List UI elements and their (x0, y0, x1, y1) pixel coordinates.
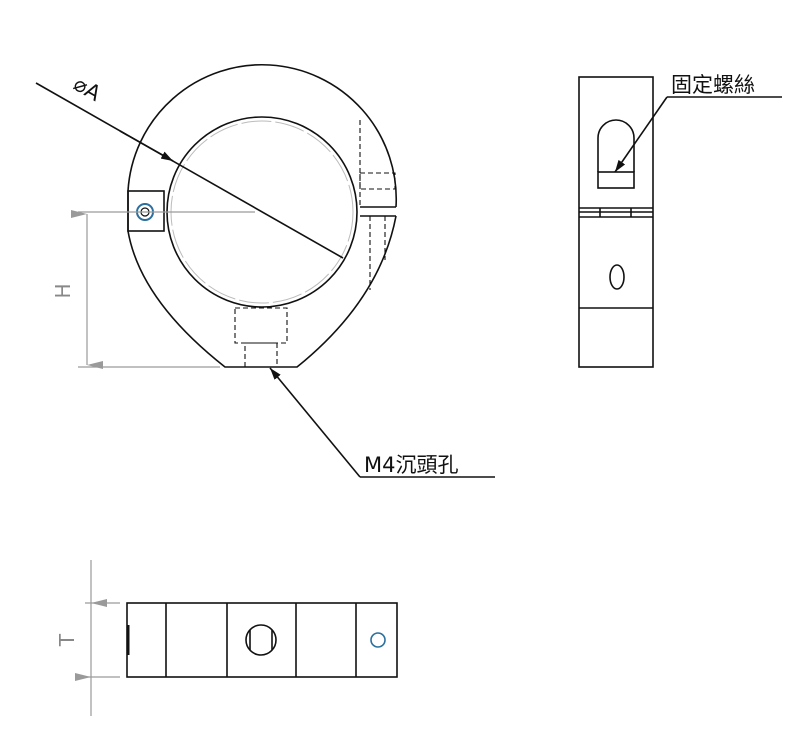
height-label: H (51, 283, 75, 298)
diameter-label: ⌀A (70, 72, 106, 107)
set-screw (597, 171, 635, 189)
diameter-leader (35, 82, 344, 259)
thickness-label: T (55, 633, 79, 647)
counterbore-label: M4沉頭孔 (364, 453, 458, 477)
front-view (127, 63, 398, 368)
set-screw-label: 固定螺絲 (671, 73, 755, 97)
collar-outline (127, 63, 398, 368)
side-view (578, 76, 654, 368)
screw-block (127, 190, 165, 232)
bottom-view (126, 602, 398, 678)
